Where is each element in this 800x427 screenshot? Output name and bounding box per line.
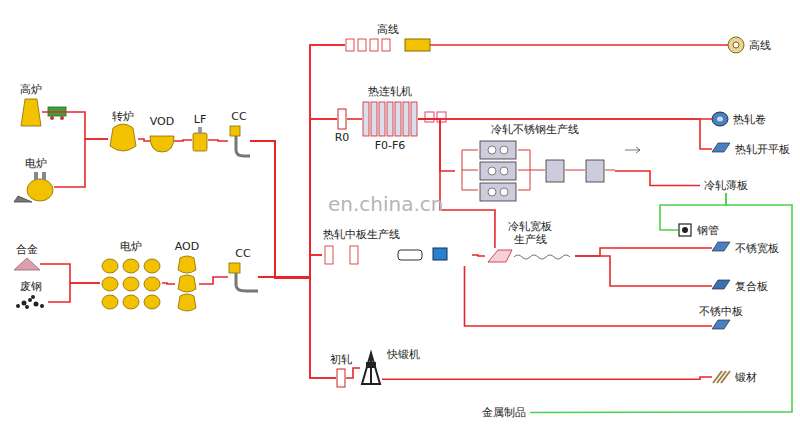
flow-line bbox=[208, 140, 228, 141]
equipment-icon: VOD bbox=[150, 130, 174, 152]
equipment-icon: 热轧开平板 bbox=[712, 143, 730, 155]
flow-line bbox=[430, 44, 728, 46]
equipment-icon: 高线 bbox=[345, 38, 430, 52]
equipment-label: CC bbox=[230, 110, 247, 123]
product-label-box: 冷轧薄板 bbox=[700, 178, 752, 193]
flow-line bbox=[258, 255, 322, 277]
flow-line bbox=[250, 45, 345, 278]
equipment-label: 钢管 bbox=[696, 224, 720, 237]
flow-line bbox=[40, 264, 100, 283]
equipment-label: R0 bbox=[334, 131, 351, 144]
equipment-label: 初轧 bbox=[329, 353, 353, 366]
equipment-label: 高线 bbox=[376, 23, 400, 36]
flow-line bbox=[418, 119, 495, 248]
flow-line bbox=[418, 119, 712, 149]
equipment-label: 不锈宽板 bbox=[734, 242, 780, 255]
flow-line bbox=[54, 139, 108, 187]
equipment-label: 电炉 bbox=[24, 157, 48, 170]
flow-line bbox=[199, 277, 228, 284]
equipment-icon: CC bbox=[228, 262, 258, 292]
product-label-box: 金属制品 bbox=[478, 405, 530, 420]
flow-line bbox=[258, 45, 345, 277]
flow-line bbox=[48, 283, 100, 302]
equipment-label: 冷轧宽板 生产线 bbox=[504, 220, 556, 246]
flow-line bbox=[465, 266, 713, 326]
flow-line bbox=[382, 377, 712, 379]
equipment-label: 高炉 bbox=[19, 83, 43, 96]
equipment-label: 热连轧机 bbox=[367, 85, 413, 98]
equipment-icon: 热轧卷 bbox=[712, 112, 728, 126]
watermark: en.china.cn bbox=[328, 192, 444, 216]
flow-line bbox=[42, 112, 108, 139]
equipment-icon: 电炉 bbox=[18, 172, 54, 202]
equipment-label: 合金 bbox=[15, 243, 39, 256]
equipment-label: 热轧中板生产线 bbox=[322, 228, 401, 241]
flow-line bbox=[250, 119, 337, 278]
equipment-icon: 钢管 bbox=[678, 223, 692, 237]
equipment-label: 金属制品 bbox=[481, 406, 527, 419]
equipment-label: VOD bbox=[149, 115, 175, 128]
equipment-label: F0-F6 bbox=[374, 139, 407, 152]
equipment-icon: 初轧 bbox=[336, 368, 346, 388]
equipment-icon: LF bbox=[192, 128, 208, 152]
equipment-icon: 合金 bbox=[14, 258, 40, 270]
equipment-icon: R0 bbox=[337, 108, 347, 130]
equipment-label: 废钢 bbox=[19, 280, 43, 293]
equipment-label: CC bbox=[234, 247, 251, 260]
flow-line bbox=[347, 118, 362, 120]
flow-line bbox=[575, 248, 712, 256]
equipment-label: 冷轧薄板 bbox=[703, 179, 749, 192]
flow-line bbox=[138, 139, 150, 141]
equipment-icon: 锻材 bbox=[712, 370, 730, 384]
flow-line bbox=[258, 277, 336, 378]
flow-line bbox=[472, 255, 485, 256]
equipment-label: 电炉 bbox=[119, 240, 143, 253]
equipment-icon: 不锈中板 bbox=[712, 320, 730, 332]
equipment-icon: 快锻机 bbox=[360, 352, 382, 384]
equipment-icon: 高线 bbox=[728, 37, 744, 53]
flow-line bbox=[162, 283, 175, 284]
equipment-label: 复合板 bbox=[734, 280, 769, 293]
equipment-icon: 复合板 bbox=[712, 280, 730, 292]
equipment-icon: 热轧中板生产线 bbox=[322, 244, 472, 266]
equipment-label: LF bbox=[193, 113, 207, 126]
equipment-icon: 冷轧宽板 生产线 bbox=[485, 248, 575, 264]
equipment-icon: 不锈宽板 bbox=[712, 242, 730, 254]
equipment-icon: CC bbox=[228, 125, 250, 157]
equipment-label: 热轧卷 bbox=[732, 113, 767, 126]
equipment-label: 不锈中板 bbox=[698, 305, 744, 318]
flow-line bbox=[575, 256, 712, 286]
equipment-icon: 高炉 bbox=[20, 98, 42, 126]
equipment-icon: 转炉 bbox=[108, 125, 138, 153]
equipment-label: 转炉 bbox=[111, 110, 135, 123]
equipment-icon: 电炉 bbox=[100, 255, 162, 311]
equipment-label: 冷轧不锈钢生产线 bbox=[490, 123, 580, 136]
flow-line bbox=[258, 119, 337, 277]
flow-line bbox=[250, 141, 322, 278]
flow-line bbox=[174, 140, 192, 141]
equipment-label: 热轧开平板 bbox=[734, 143, 791, 156]
flow-line bbox=[346, 368, 360, 378]
equipment-label: AOD bbox=[174, 240, 200, 253]
flow-line bbox=[250, 141, 336, 378]
flow-line bbox=[615, 171, 700, 186]
equipment-icon: 废钢 bbox=[14, 295, 48, 309]
equipment-icon: 冷轧不锈钢生产线 bbox=[455, 138, 615, 204]
equipment-icon: 热连轧机F0-F6 bbox=[362, 100, 418, 138]
equipment-label: 锻材 bbox=[734, 371, 758, 384]
equipment-label: 快锻机 bbox=[386, 348, 421, 361]
equipment-icon: AOD bbox=[175, 255, 199, 313]
flow-line bbox=[418, 119, 455, 171]
equipment-label: 高线 bbox=[748, 39, 772, 52]
